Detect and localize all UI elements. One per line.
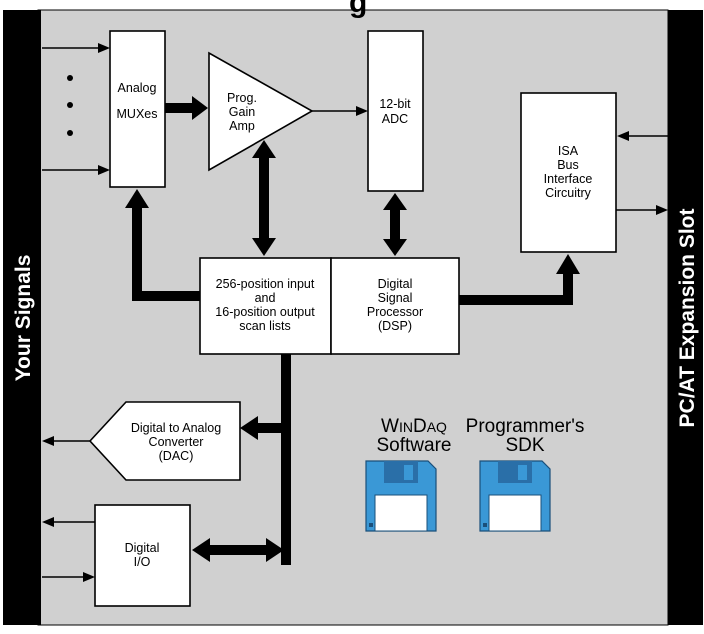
svg-text:Gain: Gain <box>229 105 255 119</box>
svg-text:(DSP): (DSP) <box>378 319 412 333</box>
svg-text:Amp: Amp <box>229 119 255 133</box>
svg-text:ADC: ADC <box>382 112 408 126</box>
isa-interface-block: ISA Bus Interface Circuitry <box>520 92 617 253</box>
svg-text:Digital: Digital <box>378 277 413 291</box>
svg-text:Digital: Digital <box>125 541 160 555</box>
dsp-block: Digital Signal Processor (DSP) <box>330 257 460 355</box>
adc-block: 12-bit ADC <box>367 30 424 192</box>
sdk-label: SDK <box>505 435 544 456</box>
svg-text:ISA: ISA <box>558 144 579 158</box>
left-bar-label: Your Signals <box>12 255 35 382</box>
svg-text:12-bit: 12-bit <box>379 97 411 111</box>
svg-text:Bus: Bus <box>557 158 579 172</box>
svg-text:Prog.: Prog. <box>227 91 257 105</box>
floppy-disk-icon <box>365 460 437 532</box>
pga-block: Prog. Gain Amp <box>208 51 314 172</box>
scan-list-block: 256-position input and 16-position outpu… <box>199 257 332 355</box>
svg-text:Processor: Processor <box>367 305 423 319</box>
windaq-label: WINDAQ <box>381 416 447 437</box>
svg-text:Circuitry: Circuitry <box>545 186 592 200</box>
sdk-title-label: Programmer's <box>466 416 585 437</box>
right-bar-label: PC/AT Expansion Slot <box>676 209 699 428</box>
svg-text:Digital to Analog: Digital to Analog <box>131 421 221 435</box>
mux-label: MUXes <box>117 107 158 121</box>
digital-io-block: Digital I/O <box>94 504 191 607</box>
windaq-software-label: Software <box>377 435 452 456</box>
svg-text:and: and <box>255 291 276 305</box>
svg-text:256-position input: 256-position input <box>216 277 315 291</box>
svg-text:scan lists: scan lists <box>239 319 290 333</box>
floppy-disk-icon <box>479 460 551 532</box>
left-signal-bar <box>3 10 41 625</box>
analog-mux-block: Analog MUXes <box>109 30 166 188</box>
mux-label: Analog <box>118 81 157 95</box>
svg-text:Converter: Converter <box>149 435 204 449</box>
svg-text:(DAC): (DAC) <box>159 449 194 463</box>
svg-text:16-position output: 16-position output <box>215 305 315 319</box>
svg-text:I/O: I/O <box>134 555 151 569</box>
svg-text:Interface: Interface <box>544 172 593 186</box>
input-arrows <box>42 43 110 175</box>
title-fragment: g <box>349 0 367 19</box>
svg-text:Signal: Signal <box>378 291 413 305</box>
dac-block: Digital to Analog Converter (DAC) <box>88 401 241 481</box>
right-slot-bar <box>668 10 703 625</box>
